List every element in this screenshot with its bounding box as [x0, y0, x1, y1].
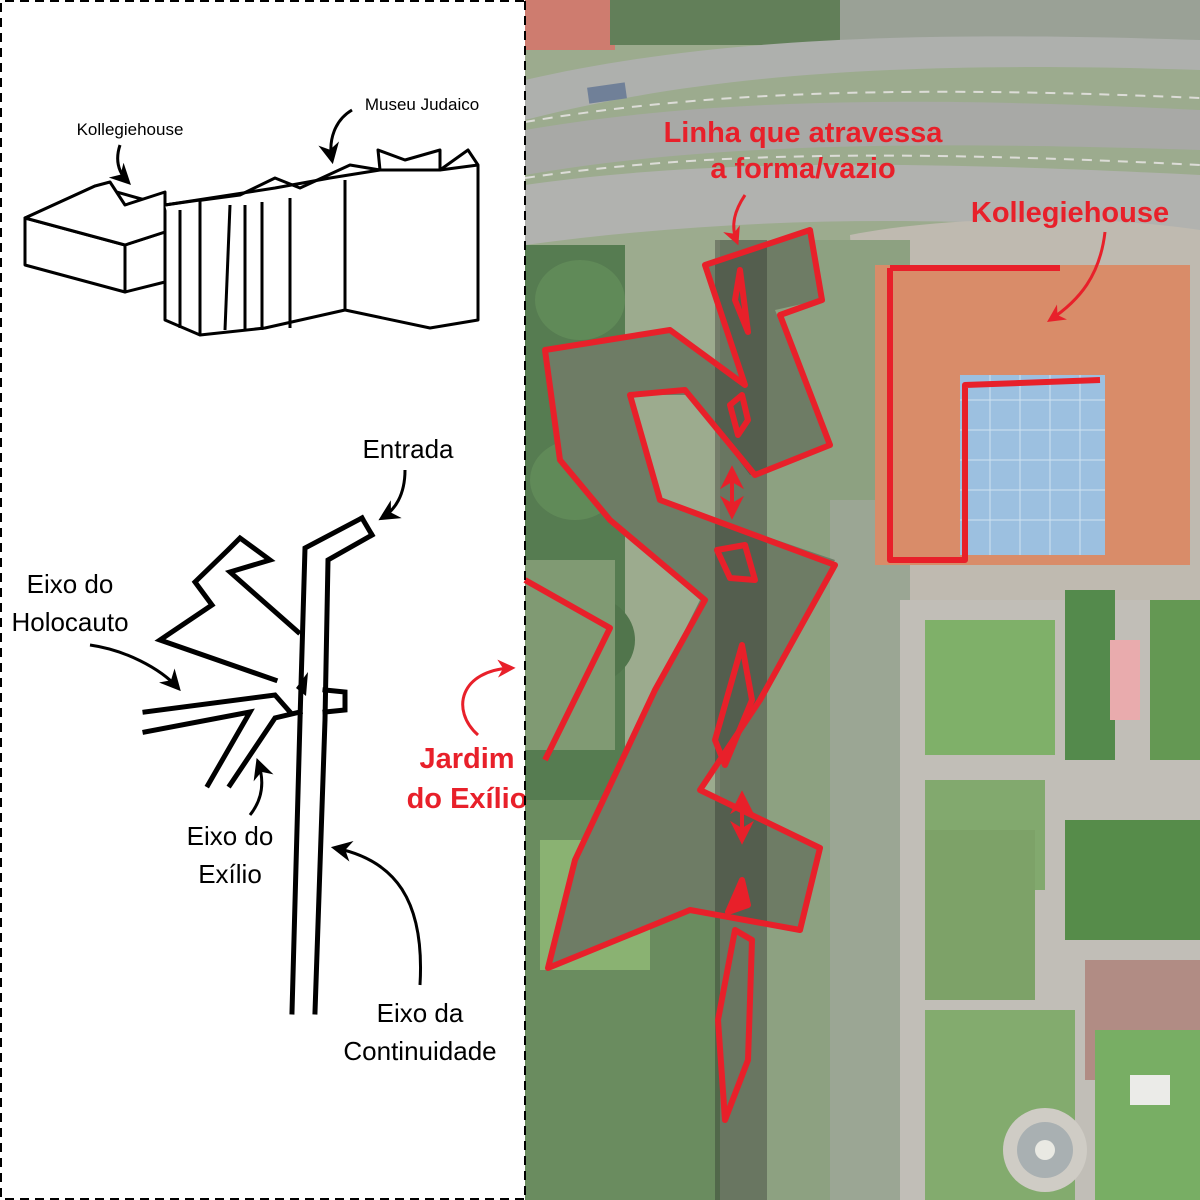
holocausto-arrow [89, 643, 181, 692]
museum-outline [542, 227, 838, 971]
exile-axis-upper [142, 692, 294, 716]
void-3 [714, 542, 758, 583]
axonometric-sketch [23, 148, 480, 337]
central-void-mark [296, 672, 308, 696]
continuity-axis-left [289, 514, 366, 1015]
jardim-label-line2: do Exílio [407, 783, 528, 815]
entrada-label: Entrada [362, 434, 454, 464]
sport-court [525, 0, 615, 50]
continuidade-label-line1: Eixo da [377, 998, 464, 1028]
linha-arrow [723, 194, 747, 246]
lawn-1 [925, 620, 1055, 755]
aerial-photo: Linha que atravessa a forma/vazio Kolleg… [407, 0, 1200, 1200]
kollegiehouse-outline [887, 265, 1101, 563]
void-1 [732, 267, 751, 335]
exilio-arrow [248, 758, 274, 816]
left-panel: Kollegiehouse Museu Judaico Entrada Eixo… [0, 0, 526, 1200]
continuidade-label-line2: Continuidade [343, 1036, 496, 1066]
void-6 [715, 927, 755, 1123]
jardim-outline [523, 577, 613, 762]
exile-axis-lower [142, 708, 255, 789]
linha-label-line1: Linha que atravessa [664, 117, 944, 149]
linha-label-line2: a forma/vazio [710, 153, 895, 185]
continuity-axis-right [312, 531, 376, 1015]
dashed-frame [0, 0, 524, 1200]
red-outlines [523, 227, 1101, 1123]
road-top [525, 36, 1200, 120]
museu-sketch-arrow [318, 108, 353, 165]
museum-block [163, 148, 480, 337]
jardim-arrow [461, 659, 516, 737]
kollegiehouse-photo-label: Kollegiehouse [971, 197, 1169, 229]
entrada-arrow [378, 469, 407, 521]
continuidade-arrow [330, 841, 423, 986]
jardim-label-line1: Jardim [419, 743, 514, 775]
museum-roof [545, 230, 835, 968]
museu-sketch-label: Museu Judaico [365, 95, 479, 114]
hedge-block [1065, 820, 1200, 940]
plan-diagram [142, 514, 376, 1015]
void-5 [725, 877, 751, 915]
holocausto-label-line1: Eixo do [27, 569, 114, 599]
exilio-label-line1: Eixo do [187, 821, 274, 851]
kollegiehouse-sketch-arrow [108, 144, 131, 185]
road-lower [525, 164, 1200, 245]
void-4 [712, 642, 755, 768]
holocausto-label-line2: Holocauto [11, 607, 128, 637]
kollegiehouse-arrow [1047, 231, 1107, 322]
pink-tent [1110, 640, 1140, 720]
holocaust-axis [154, 534, 302, 684]
kollegiehouse-glass-courtyard [960, 375, 1105, 555]
void-2 [727, 392, 751, 438]
kollegiehouse-sketch-label: Kollegiehouse [77, 120, 184, 139]
road-middle [525, 101, 1200, 175]
exilio-label-line2: Exílio [198, 859, 262, 889]
